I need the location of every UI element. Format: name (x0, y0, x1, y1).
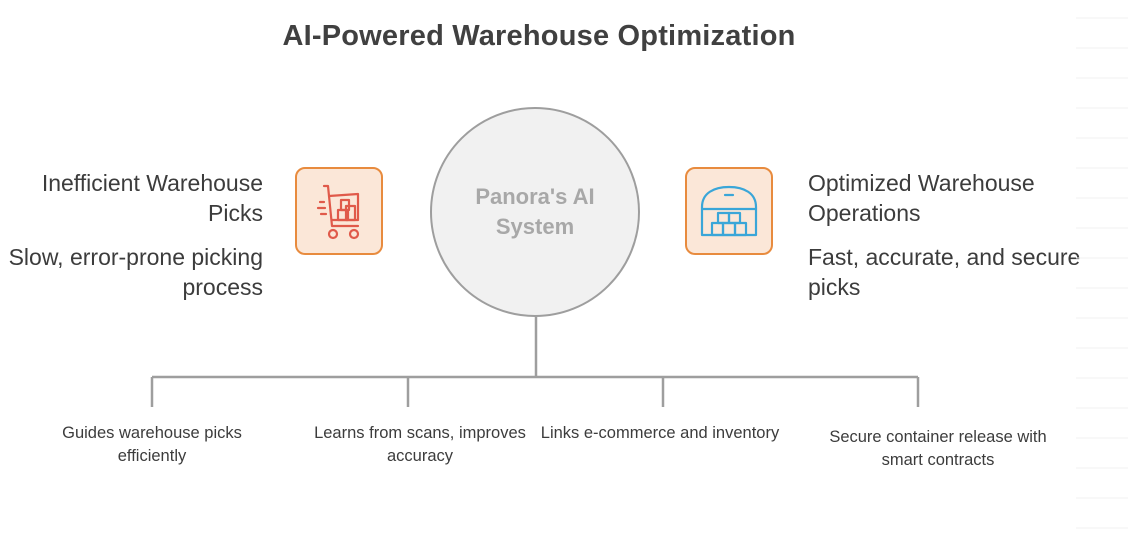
page-title: AI-Powered Warehouse Optimization (282, 20, 796, 52)
edge-decoration (1076, 17, 1128, 529)
problem-heading: Inefficient Warehouse Picks (41, 170, 263, 226)
problem-icon-box (295, 167, 383, 255)
shopping-cart-icon (316, 184, 360, 240)
central-ai-system-node: Panora's AI System (430, 107, 640, 317)
solution-block: Optimized Warehouse Operations Fast, acc… (808, 168, 1108, 302)
solution-description: Fast, accurate, and secure picks (808, 244, 1081, 300)
feature-item-2: Learns from scans, improves accuracy (314, 424, 526, 465)
warehouse-boxes-icon (700, 185, 758, 237)
feature-item-4: Secure container release with smart cont… (829, 428, 1047, 469)
solution-icon-box (685, 167, 773, 255)
problem-description: Slow, error-prone picking process (8, 244, 263, 300)
feature-item-3: Links e-commerce and inventory (540, 424, 780, 442)
solution-heading: Optimized Warehouse Operations (808, 170, 1035, 226)
feature-item-1: Guides warehouse picks efficiently (62, 424, 242, 465)
problem-block: Inefficient Warehouse Picks Slow, error-… (0, 168, 263, 302)
hub-label: Panora's AI System (475, 184, 595, 239)
